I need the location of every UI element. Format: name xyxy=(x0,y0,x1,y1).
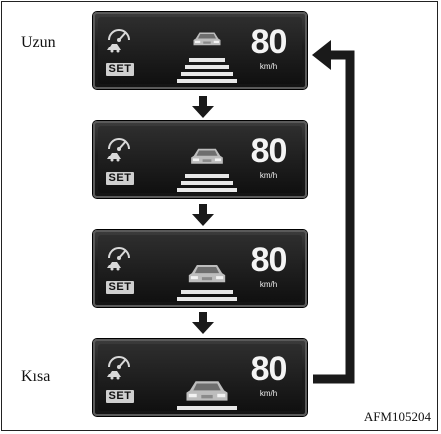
distance-road-icon xyxy=(177,148,237,192)
figure-code: AFM105204 xyxy=(363,409,431,424)
speed-unit: km/h xyxy=(259,389,278,398)
cruise-gauge-icon xyxy=(107,138,130,162)
set-indicator: SET xyxy=(106,172,134,185)
cruise-gauge-icon xyxy=(107,356,130,380)
set-speed-value: 80 xyxy=(250,132,288,170)
down-arrow-icon xyxy=(192,96,214,118)
distance-road-icon xyxy=(177,381,237,410)
distance-road-icon xyxy=(177,265,237,301)
speed-unit: km/h xyxy=(259,280,278,289)
distance-road-icon xyxy=(177,32,237,83)
cruise-gauge-icon xyxy=(107,247,130,271)
down-arrow-icon xyxy=(192,204,214,226)
label-long: Uzun xyxy=(21,34,56,51)
down-arrow-icon xyxy=(192,312,214,334)
set-speed-value: 80 xyxy=(250,241,288,279)
set-indicator: SET xyxy=(106,63,134,76)
set-indicator: SET xyxy=(106,281,134,294)
speed-unit: km/h xyxy=(259,171,278,180)
cruise-gauge-icon xyxy=(107,29,130,53)
speed-unit: km/h xyxy=(259,62,278,71)
set-speed-value: 80 xyxy=(250,23,288,61)
set-indicator: SET xyxy=(106,390,134,403)
label-short: Kısa xyxy=(21,368,51,385)
set-speed-value: 80 xyxy=(250,350,288,388)
